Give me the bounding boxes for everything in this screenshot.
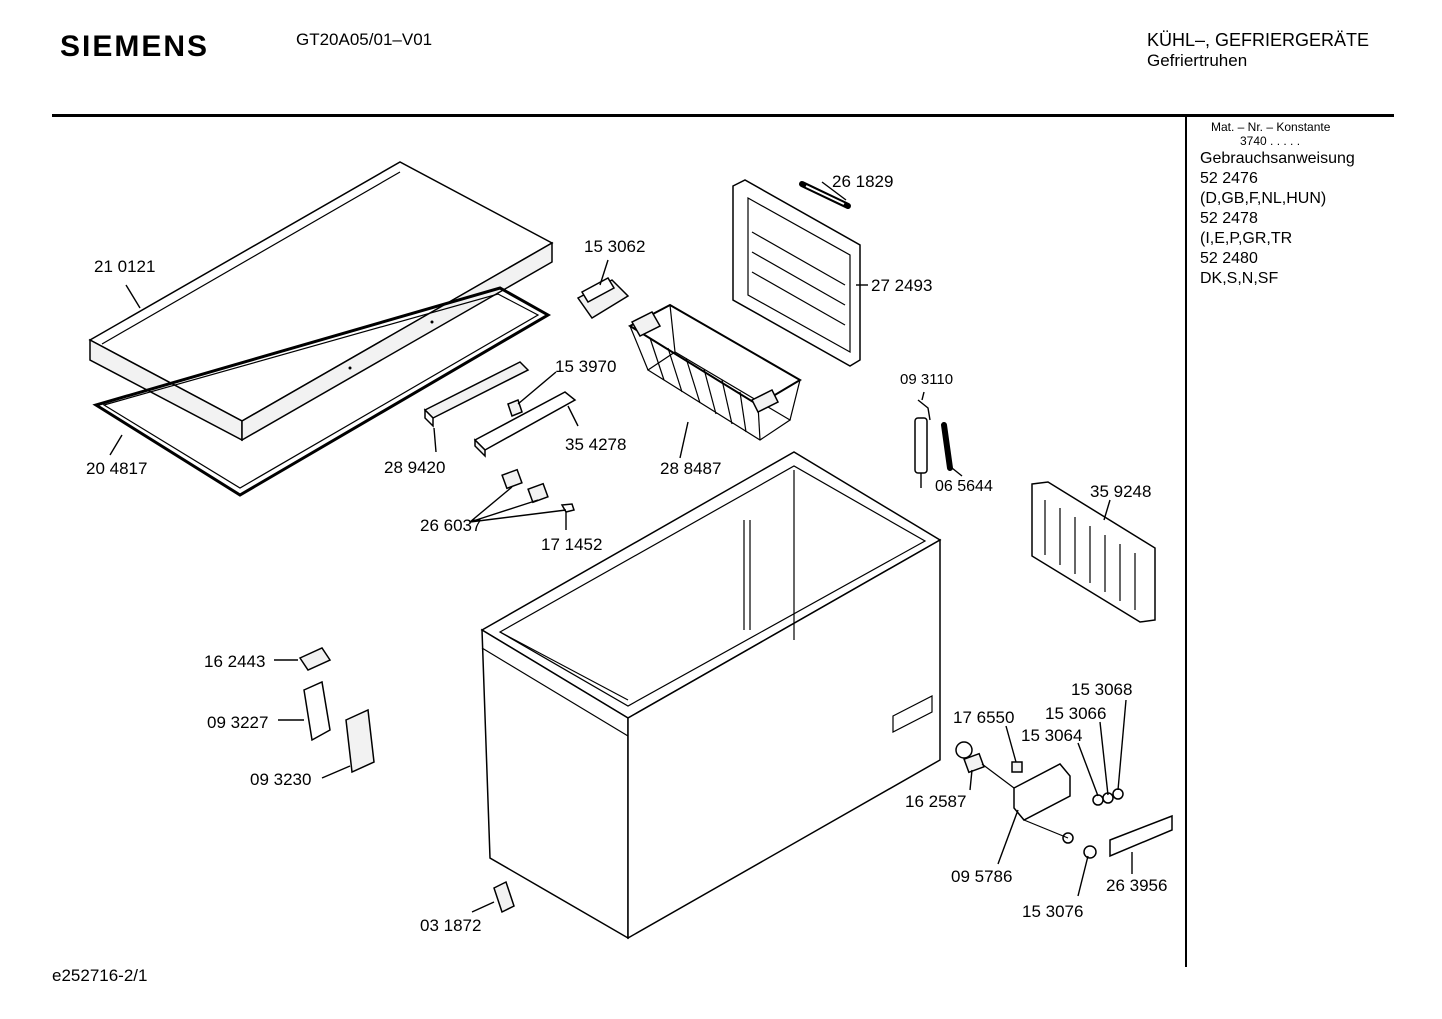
model-number: GT20A05/01–V01 [296, 30, 433, 49]
basket-drawing [627, 303, 802, 441]
thermostat-drawing [914, 399, 953, 488]
divider-drawing [732, 179, 861, 367]
part-label-289420: 28 9420 [384, 458, 445, 477]
sidebar-line: DK,S,N,SF [1200, 270, 1279, 287]
brand-logo: SIEMENS [60, 30, 210, 63]
sidebar-line: (I,E,P,GR,TR [1200, 230, 1293, 247]
part-label-153066: 15 3066 [1045, 704, 1106, 723]
part-label-176550: 17 6550 [953, 708, 1014, 727]
gasket-drawing [92, 286, 552, 497]
basket-wires [649, 337, 747, 433]
part-label-153064: 15 3064 [1021, 726, 1082, 745]
rail-drawing [423, 361, 530, 428]
lid-drawing [88, 161, 554, 442]
grille-drawing [1031, 481, 1156, 623]
handle-drawing [576, 277, 630, 320]
part-label-162443: 16 2443 [204, 652, 265, 671]
part-label-171452: 17 1452 [541, 535, 602, 554]
sidebar-line: Gebrauchsanweisung [1200, 150, 1355, 167]
part-label-095786: 09 5786 [951, 867, 1012, 886]
rod-drawing [799, 181, 851, 209]
sidebar-line: 52 2476 [1200, 170, 1258, 187]
sidebar-line: 52 2478 [1200, 210, 1258, 227]
part-label-261829: 26 1829 [832, 172, 893, 191]
leader-lines [109, 181, 1133, 913]
foot-drawing [493, 880, 515, 914]
constant-label: Mat. – Nr. – Konstante [1211, 120, 1331, 134]
part-label-210121: 21 0121 [94, 257, 155, 276]
category-title: KÜHL–, GEFRIERGERÄTE [1147, 30, 1370, 50]
bar-drawing [473, 391, 577, 458]
part-label-153062: 15 3062 [584, 237, 645, 256]
part-label-266037: 26 6037 [420, 516, 481, 535]
sidebar-line: (D,GB,F,NL,HUN) [1200, 190, 1327, 207]
header-divider [52, 114, 1394, 117]
part-label-354278: 35 4278 [565, 435, 626, 454]
constant-value: 3740 . . . . . [1240, 134, 1301, 148]
part-labels: 21 0121 20 4817 15 3062 26 1829 27 2493 … [86, 172, 1167, 935]
control-box-drawing [955, 741, 1173, 859]
hinge-drawing [298, 647, 375, 774]
exploded-parts-diagram: 21 0121 20 4817 15 3062 26 1829 27 2493 … [86, 161, 1173, 940]
part-label-153970: 15 3970 [555, 357, 616, 376]
part-label-263956: 26 3956 [1106, 876, 1167, 895]
part-label-065644: 06 5644 [935, 478, 993, 495]
part-label-162587: 16 2587 [905, 792, 966, 811]
part-label-204817: 20 4817 [86, 459, 147, 478]
sidebar-line: 52 2480 [1200, 250, 1258, 267]
part-label-093230: 09 3230 [250, 770, 311, 789]
cabinet-drawing [480, 451, 942, 940]
part-label-153068: 15 3068 [1071, 680, 1132, 699]
part-label-093227: 09 3227 [207, 713, 268, 732]
grille-slots [1044, 500, 1136, 610]
part-label-359248: 35 9248 [1090, 482, 1151, 501]
part-label-031872: 03 1872 [420, 916, 481, 935]
part-label-288487: 28 8487 [660, 459, 721, 478]
sidebar-divider [1185, 117, 1187, 967]
category-subtitle: Gefriertruhen [1147, 51, 1248, 70]
part-label-093110: 09 3110 [900, 371, 953, 388]
part-label-153076: 15 3076 [1022, 902, 1083, 921]
clip-drawing [501, 468, 575, 513]
part-label-272493: 27 2493 [871, 276, 932, 295]
drawing-id: e252716-2/1 [52, 966, 148, 985]
